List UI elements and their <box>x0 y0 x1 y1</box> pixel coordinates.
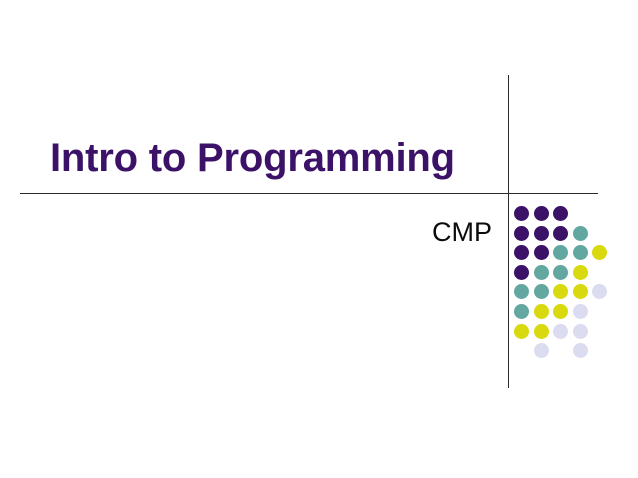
dot-matrix-dot-purple <box>533 225 549 241</box>
dot-matrix-dot-teal <box>533 264 549 280</box>
dot-matrix-dot-teal <box>572 245 588 261</box>
slide-subtitle: CMP <box>432 217 492 247</box>
dot-matrix-dot-purple <box>533 206 549 221</box>
dot-matrix-row <box>514 303 638 323</box>
dot-matrix-dot-yellow <box>514 323 529 339</box>
dot-matrix-dot-purple <box>553 225 569 241</box>
dot-matrix-dot-yellow <box>533 323 549 339</box>
dot-matrix-dot-purple <box>553 206 569 221</box>
dot-matrix-dot-teal <box>553 245 569 261</box>
dot-matrix-dot-purple <box>514 245 529 261</box>
dot-matrix-dot-yellow <box>533 303 549 319</box>
dot-matrix-dot-teal <box>533 284 549 300</box>
dot-matrix-row <box>514 205 638 225</box>
dot-matrix-row <box>514 225 638 245</box>
dot-matrix-dot-purple <box>514 225 529 241</box>
page-title: Intro to Programming <box>50 136 455 180</box>
dot-matrix-dot-lavender <box>533 343 549 359</box>
dot-matrix-dot-yellow <box>553 303 569 319</box>
dot-matrix-dot-teal <box>572 225 588 241</box>
dot-matrix-dot-yellow <box>572 264 588 280</box>
dot-matrix-row <box>514 323 638 343</box>
dot-matrix-dot-lavender <box>572 343 588 359</box>
horizontal-divider-line <box>20 193 598 194</box>
dot-matrix-dot-lavender <box>572 323 588 339</box>
dot-matrix-row <box>514 244 638 264</box>
dot-matrix-row <box>514 264 638 284</box>
dot-matrix-dot-yellow <box>572 284 588 300</box>
dot-matrix-dot-lavender <box>553 323 569 339</box>
dot-matrix-dot-lavender <box>592 284 608 300</box>
dot-matrix-dot-yellow <box>553 284 569 300</box>
dot-matrix-dot-yellow <box>592 245 608 261</box>
dot-matrix-dot-teal <box>553 264 569 280</box>
dot-matrix-row <box>514 342 638 362</box>
dot-matrix-dot-teal <box>514 284 529 300</box>
dot-matrix-dot-purple <box>514 264 529 280</box>
vertical-divider-line <box>508 75 509 388</box>
dot-matrix-decoration <box>514 205 638 370</box>
dot-matrix-dot-purple <box>514 206 529 221</box>
dot-matrix-dot-purple <box>533 245 549 261</box>
dot-matrix-dot-lavender <box>572 303 588 319</box>
dot-matrix-row <box>514 283 638 303</box>
dot-matrix-dot-teal <box>514 303 529 319</box>
